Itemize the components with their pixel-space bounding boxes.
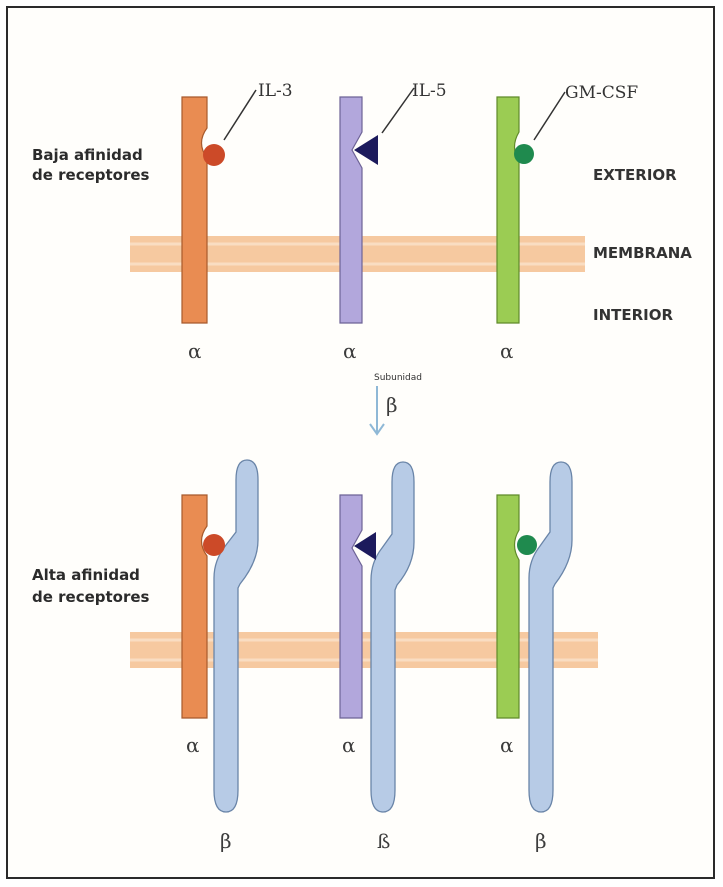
high-affinity-label-line2: de receptores xyxy=(32,588,150,606)
il5-alpha-receptor-bottom xyxy=(340,495,362,718)
low-affinity-label-line1: Baja afinidad xyxy=(32,146,143,164)
alpha-label-il5-bottom: α xyxy=(342,733,356,757)
beta-label-il5: ß xyxy=(377,829,390,853)
gmcsf-ligand-bottom xyxy=(517,535,537,555)
il3-pointer-line xyxy=(224,90,256,140)
alpha-label-il3-top: α xyxy=(188,339,202,363)
il3-alpha-receptor-top xyxy=(182,97,207,323)
alpha-label-gmcsf-top: α xyxy=(500,339,514,363)
low-affinity-label-line2: de receptores xyxy=(32,166,150,184)
beta-label-gmcsf: β xyxy=(535,829,547,853)
gmcsf-pointer-line xyxy=(534,92,565,140)
gmcsf-alpha-receptor-top xyxy=(497,97,519,323)
il5-label: IL-5 xyxy=(412,81,447,101)
gmcsf-ligand-top xyxy=(514,144,534,164)
il3-alpha-receptor-bottom xyxy=(182,495,207,718)
alpha-label-il5-top: α xyxy=(343,339,357,363)
gmcsf-label: GM-CSF xyxy=(565,83,638,103)
il3-ligand-bottom xyxy=(203,534,225,556)
gmcsf-alpha-receptor-bottom xyxy=(497,495,519,718)
beta-label-il3: β xyxy=(220,829,232,853)
interior-label: INTERIOR xyxy=(593,306,673,324)
subunit-label: Subunidad xyxy=(374,373,422,383)
alpha-label-gmcsf-bottom: α xyxy=(500,733,514,757)
il3-ligand-top xyxy=(203,144,225,166)
exterior-label: EXTERIOR xyxy=(593,166,677,184)
il5-pointer-line xyxy=(382,88,414,133)
high-affinity-label-line1: Alta afinidad xyxy=(32,566,140,584)
alpha-label-il3-bottom: α xyxy=(186,733,200,757)
membrane-label: MEMBRANA xyxy=(593,244,692,262)
il3-label: IL-3 xyxy=(258,81,293,101)
il5-alpha-receptor-top xyxy=(340,97,362,323)
subunit-beta-label: β xyxy=(386,393,398,417)
